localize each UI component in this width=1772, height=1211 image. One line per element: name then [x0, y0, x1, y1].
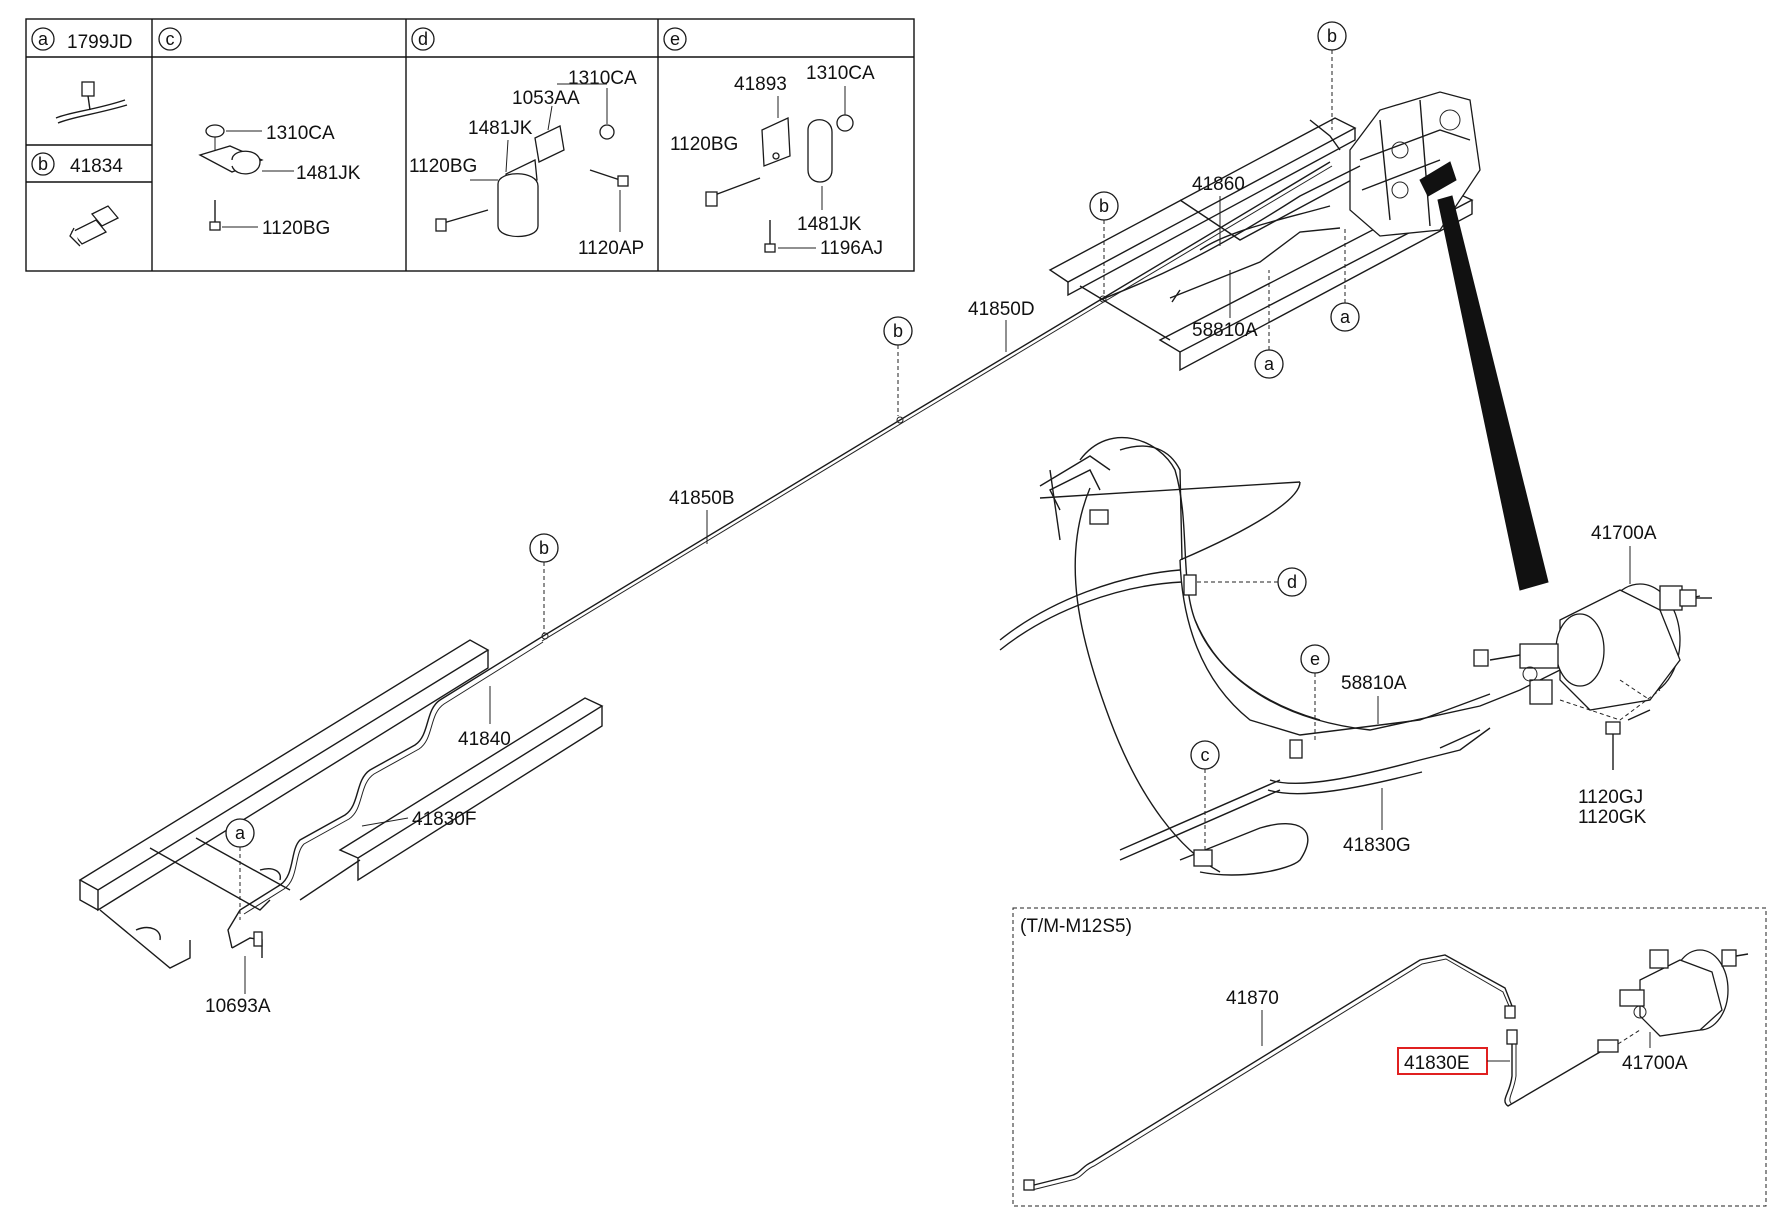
callouts: b b b b a a a d e c	[225, 21, 1360, 920]
bracket-clamp-d-icon	[435, 83, 629, 238]
cable-tie-icon	[55, 81, 128, 124]
legend-e-part-4: 1196AJ	[820, 238, 883, 259]
label-41840: 41840	[458, 729, 511, 750]
fitting-41850	[896, 416, 904, 424]
callout-b-mid: b	[893, 321, 903, 341]
legend-letter-e: e	[670, 29, 680, 49]
legend-d-part-1: 1053AA	[512, 88, 580, 109]
label-41870: 41870	[1226, 988, 1279, 1009]
label-58810A-top: 58810A	[1192, 320, 1258, 341]
callout-b-lower: b	[539, 538, 549, 558]
clamp-e	[1289, 739, 1303, 759]
clamp-c-icon	[198, 124, 294, 231]
legend-d-part-3: 1120BG	[409, 156, 477, 177]
legend-cell-d: d 1310CA 1053AA 1481JK 1120BG 1120AP	[409, 27, 644, 259]
legend-cell-a: a 1799JD	[31, 27, 133, 124]
legend-e-part-3: 1481JK	[797, 214, 862, 235]
legend-cell-e: e 41893 1310CA 1120BG 1481JK 1196AJ	[663, 27, 883, 259]
lower-frame	[78, 639, 604, 969]
legend-e-part-1: 1310CA	[806, 63, 875, 84]
callout-e: e	[1310, 649, 1320, 669]
legend-part-41834: 41834	[70, 156, 123, 177]
label-58810A-mid: 58810A	[1341, 673, 1407, 694]
legend-letter-d: d	[418, 29, 428, 49]
legend-cell-b: b 41834	[31, 152, 123, 247]
label-1120GJ: 1120GJ	[1578, 787, 1643, 808]
main-labels: 41860 41850D 58810A 41850B 41840 41830F …	[205, 174, 1657, 1017]
legend-d-part-4: 1120AP	[578, 238, 644, 259]
legend-c-part-2: 1120BG	[262, 218, 330, 239]
legend-d-part-0: 1310CA	[568, 68, 637, 89]
legend-part-1799JD: 1799JD	[67, 32, 133, 53]
label-41700A-inset: 41700A	[1622, 1053, 1688, 1074]
inset-m12s5: (T/M-M12S5) 41870 41830E 41700A	[1012, 907, 1767, 1207]
inset-title: (T/M-M12S5)	[1020, 916, 1132, 937]
legend-c-part-0: 1310CA	[266, 123, 335, 144]
label-41830F: 41830F	[412, 809, 476, 830]
label-41700A-main: 41700A	[1591, 523, 1657, 544]
label-41860: 41860	[1192, 174, 1245, 195]
callout-a-frame: a	[1264, 354, 1275, 374]
callout-a-lower: a	[235, 823, 246, 843]
main-pipe-run	[539, 119, 1361, 642]
clutch-booster-main	[1473, 583, 1712, 770]
legend-e-part-0: 41893	[734, 74, 787, 95]
zoom-pointer	[1437, 195, 1549, 591]
lower-pipe-run	[227, 637, 544, 958]
legend-cell-c: c 1310CA 1481JK 1120BG	[158, 27, 361, 239]
label-10693A: 10693A	[205, 996, 271, 1017]
legend-letter-c: c	[166, 29, 175, 49]
label-41850D: 41850D	[968, 299, 1035, 320]
label-1120GK: 1120GK	[1578, 807, 1647, 828]
inset-border	[1012, 907, 1767, 1207]
clamp-d	[1183, 574, 1197, 596]
callout-b-top: b	[1327, 26, 1337, 46]
callout-b-frame: b	[1099, 196, 1109, 216]
legend-c-part-1: 1481JK	[296, 163, 361, 184]
legend-d-part-2: 1481JK	[468, 118, 533, 139]
label-41830E[interactable]: 41830E	[1404, 1053, 1470, 1074]
callout-a-trans: a	[1340, 307, 1351, 327]
label-41830G: 41830G	[1343, 835, 1411, 856]
transmission-assembly	[1349, 91, 1481, 237]
union-fitting-icon	[69, 205, 120, 247]
inset-booster	[1619, 949, 1749, 1037]
callout-c: c	[1201, 745, 1210, 765]
clamp-c	[1193, 849, 1213, 867]
connector-block	[1419, 161, 1457, 197]
label-41850B: 41850B	[669, 488, 735, 509]
legend-e-part-2: 1120BG	[670, 134, 738, 155]
upper-frame	[1048, 117, 1474, 372]
callout-d: d	[1287, 572, 1297, 592]
legend-table: a 1799JD b 41834 c 1310CA 1	[25, 18, 915, 272]
legend-letter-b: b	[38, 154, 48, 174]
legend-letter-a: a	[38, 29, 49, 49]
bracket-clamp-e-icon	[705, 86, 854, 253]
booster-region-frame	[999, 436, 1561, 876]
